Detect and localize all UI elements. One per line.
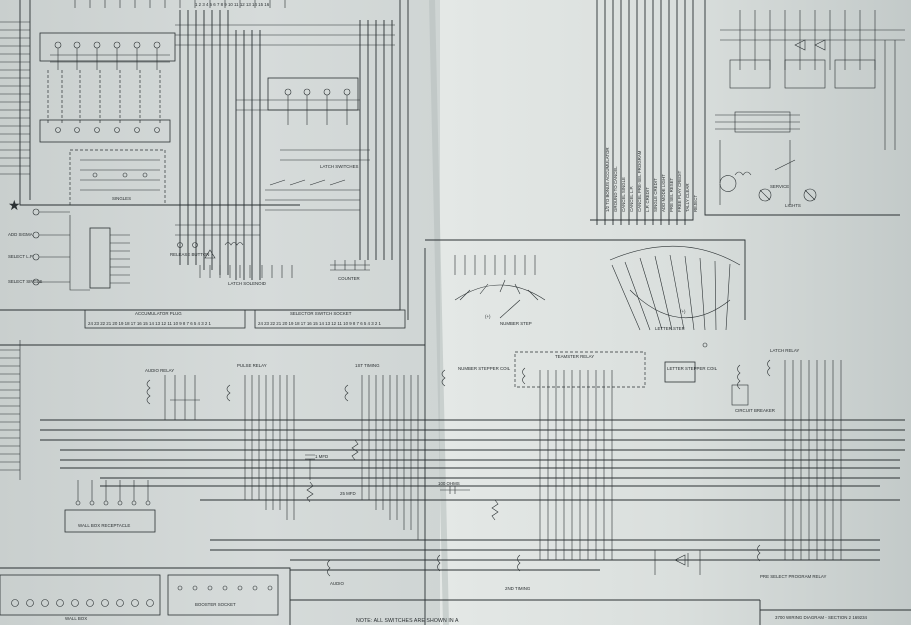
legend-item: GROUND TO CANCEL <box>613 166 618 212</box>
select-single-label: SELECT SINGLE <box>8 279 42 284</box>
latch-relay-label: LATCH RELAY <box>770 348 799 353</box>
select-lp-label: SELECT L.P. <box>8 254 33 259</box>
legend-item: SINGLE CREDIT <box>653 178 658 212</box>
legend-item: CANCEL PRE-SEL PROGRAM <box>637 150 642 212</box>
audio-relay-label: AUDIO RELAY <box>145 368 174 373</box>
pulse-relay-label: PULSE RELAY <box>237 363 267 368</box>
res-1-label: 100 OHMS <box>438 481 460 486</box>
svg-text:24 23 22 21 20 19 18 17 16 15: 24 23 22 21 20 19 18 17 16 15 14 13 12 1… <box>258 321 382 326</box>
accumulator-section: 1 2 3 4 5 6 7 8 9 10 11 12 13 14 15 16 S… <box>0 0 409 329</box>
circuit-breaker-label: CIRCUIT BREAKER <box>735 408 775 413</box>
legend-item: TALLY CLEAR <box>685 183 690 212</box>
wall-box-receptacle-label: WALL BOX RECEPTACLE <box>78 523 130 528</box>
latch-solenoid-label: LATCH SOLENOID <box>228 281 266 286</box>
second-timing-label: 2ND TIMING <box>505 586 531 591</box>
booster-socket-label: BOOSTER SOCKET <box>195 602 236 607</box>
accumulator-plug-label: ACCUMULATOR PLUG <box>135 311 182 316</box>
plus-letter-label: (+) <box>680 309 686 314</box>
svg-text:24 23 22 21 20 19 18 17 16 15: 24 23 22 21 20 19 18 17 16 15 14 13 12 1… <box>88 321 212 326</box>
page-fold <box>429 0 449 625</box>
letter-stepper-coil-label: LETTER STEPPER COIL <box>667 366 718 371</box>
footer-note: NOTE: ALL SWITCHES ARE SHOWN IN A <box>356 618 459 624</box>
number-step-label: NUMBER STEP <box>500 321 532 326</box>
legend-item: PRE SEL RESET <box>669 177 674 212</box>
counter-label: COUNTER <box>338 276 360 281</box>
service-label: SERVICE <box>770 184 789 189</box>
teamster-relay-label: TEAMSTER RELAY <box>555 354 594 359</box>
legend-item: CANCEL SINGLE <box>621 177 626 212</box>
cap-1-label: 1 MFD <box>315 454 328 459</box>
letter-step-label: LETTER STEP <box>655 326 685 331</box>
plus-number-label: (+) <box>485 314 491 319</box>
legend-item: CANCEL L.P. <box>629 186 634 212</box>
number-stepper-coil-label: NUMBER STEPPER COIL <box>458 366 511 371</box>
legend-item: FREE PLAY CREDIT <box>677 170 682 212</box>
selector-switch-socket-label: SELECTOR SWITCH SOCKET <box>290 311 352 316</box>
svg-text:1 2 3 4 5 6 7 8 9 10 11 12 13: 1 2 3 4 5 6 7 8 9 10 11 12 13 14 15 16 <box>195 2 270 7</box>
singles-label: SINGLES <box>112 196 131 201</box>
first-timing-label: 1ST TIMING <box>355 363 380 368</box>
legend-item: 1/2 TO BONUS ACCUMULATOR <box>605 147 610 212</box>
legend-item: REJECT <box>693 195 698 212</box>
release-button-label: RELEASE BUTTON <box>170 252 209 257</box>
lights-label: LIGHTS <box>785 203 801 208</box>
title-block: 3700 WIRING DIAGRAM - SECTION 2 169234 <box>775 615 868 620</box>
right-page <box>440 0 911 625</box>
latch-switches-label: LATCH SWITCHES <box>320 164 359 169</box>
add-sigma-label: ADD SIGMA <box>8 232 33 237</box>
legend-item: ADD MODE LIGHT <box>661 174 666 212</box>
cap-2-label: 25 MFD <box>340 491 356 496</box>
stepper-section: (+) NUMBER STEP (+) LETTER STEP <box>424 239 746 625</box>
wall-box-label: WALL BOX <box>65 616 87 621</box>
relay-section: AUDIO RELAY PULSE RELAY 1ST TIMING 1 MFD… <box>0 340 911 625</box>
legend-item: L.P. CREDIT <box>645 187 650 212</box>
audio-label: AUDIO <box>330 581 344 586</box>
pre-select-program-relay-label: PRE SELECT PROGRAM RELAY <box>760 574 827 579</box>
star-marker: ★ <box>8 197 21 213</box>
